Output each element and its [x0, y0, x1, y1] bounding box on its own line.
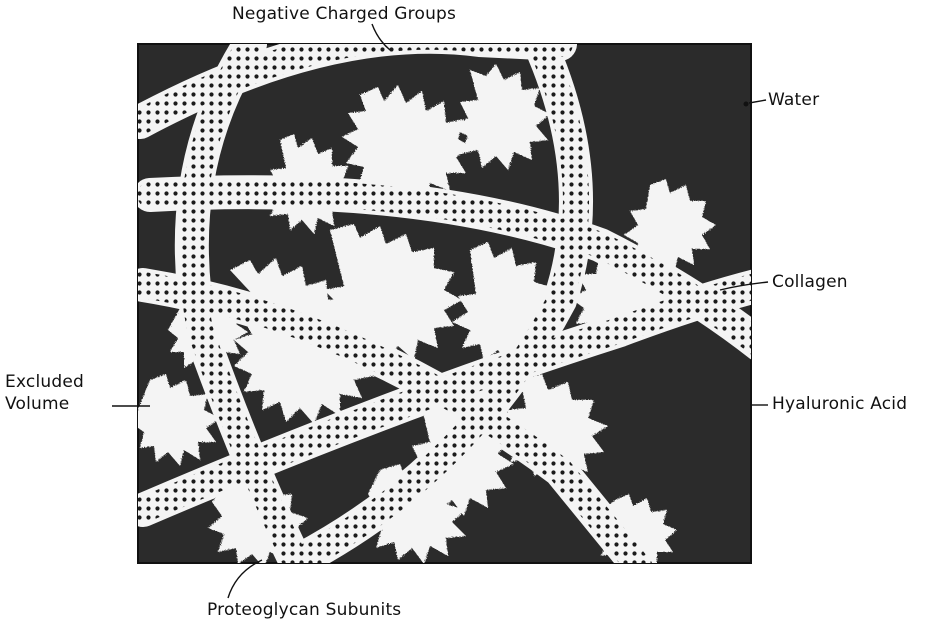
label-proteoglycan-subunits: Proteoglycan Subunits	[207, 600, 402, 620]
leader-water	[748, 99, 767, 104]
label-excluded-volume-line1: Excluded	[5, 372, 84, 392]
proteoglycan-top-2	[452, 64, 550, 170]
proteoglycan-center-2	[324, 224, 462, 364]
label-collagen: Collagen	[772, 272, 848, 292]
label-negative-charged-groups: Negative Charged Groups	[232, 4, 457, 24]
proteoglycan-top	[342, 85, 472, 207]
water-marker	[743, 101, 749, 107]
fiber-top-left	[138, 44, 573, 135]
leader-negative-charged	[371, 23, 391, 51]
fiber-right-arc	[287, 44, 589, 563]
proteoglycan-far-right	[624, 179, 716, 273]
label-water: Water	[768, 90, 820, 110]
label-excluded-volume-line2: Volume	[5, 394, 70, 414]
label-hyaluronic-acid: Hyaluronic Acid	[772, 394, 908, 414]
leader-collagen	[719, 281, 769, 291]
fiber-left-arc	[178, 44, 312, 563]
leader-lines	[112, 23, 769, 599]
proteoglycan-left-middle	[138, 374, 220, 466]
leader-proteoglycan	[227, 559, 263, 599]
collagen-fibers	[138, 44, 751, 563]
